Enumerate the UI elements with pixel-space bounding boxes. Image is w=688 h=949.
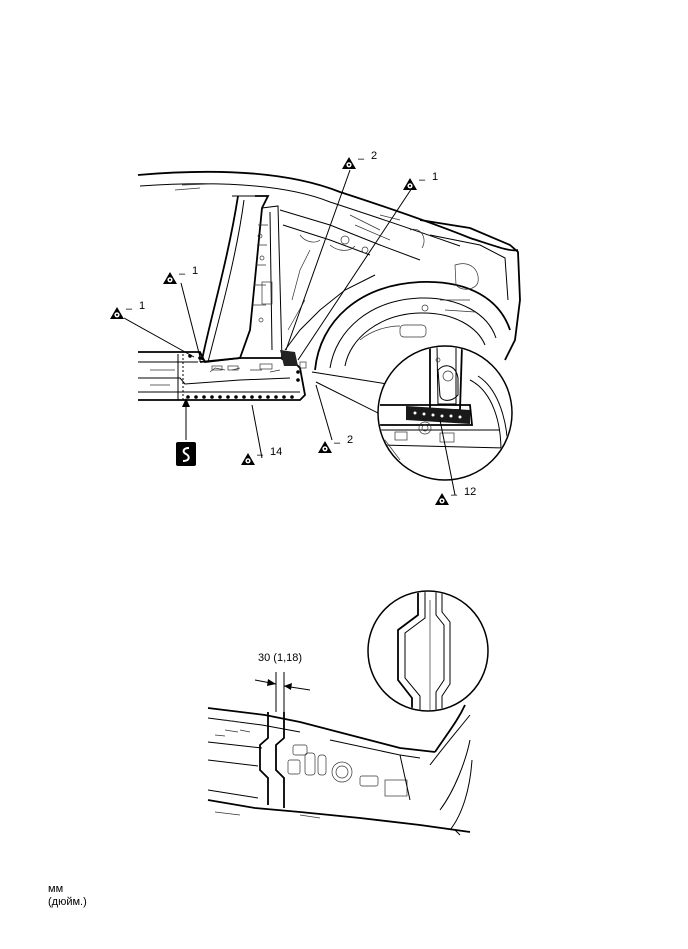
svg-text:–: –	[451, 489, 458, 501]
detail-circle-bottom	[367, 590, 489, 712]
svg-text:–: –	[334, 437, 341, 449]
callout-2-top: – 2	[342, 150, 377, 169]
svg-text:–: –	[126, 303, 133, 315]
callout-1-upper: – 1	[163, 265, 198, 284]
units-inch: (дюйм.)	[48, 896, 87, 908]
units-mm: мм	[48, 883, 64, 895]
lower-sill-illustration	[207, 704, 473, 836]
callout-1-left: – 1	[110, 300, 145, 319]
callout-2-lower: – 2	[318, 434, 353, 453]
leader-lines-top	[123, 169, 456, 496]
callout-1-right: – 1	[403, 171, 438, 190]
units-legend: мм (дюйм.)	[48, 883, 87, 909]
svg-text:–: –	[358, 153, 365, 165]
svg-text:2: 2	[371, 150, 377, 162]
callout-12: – 12	[435, 486, 476, 505]
upper-body-illustration	[137, 170, 521, 466]
svg-text:–: –	[257, 449, 264, 461]
svg-text:12: 12	[464, 486, 476, 498]
dimension-30mm: 30 (1,18)	[254, 652, 311, 712]
svg-text:–: –	[179, 268, 186, 280]
svg-text:14: 14	[270, 446, 282, 458]
svg-text:1: 1	[432, 171, 438, 183]
svg-text:1: 1	[139, 300, 145, 312]
callout-14: – 14	[241, 446, 282, 465]
svg-text:–: –	[419, 174, 426, 186]
svg-text:2: 2	[347, 434, 353, 446]
detail-circle-top	[311, 345, 513, 481]
svg-text:1: 1	[192, 265, 198, 277]
dimension-label: 30 (1,18)	[258, 652, 302, 664]
